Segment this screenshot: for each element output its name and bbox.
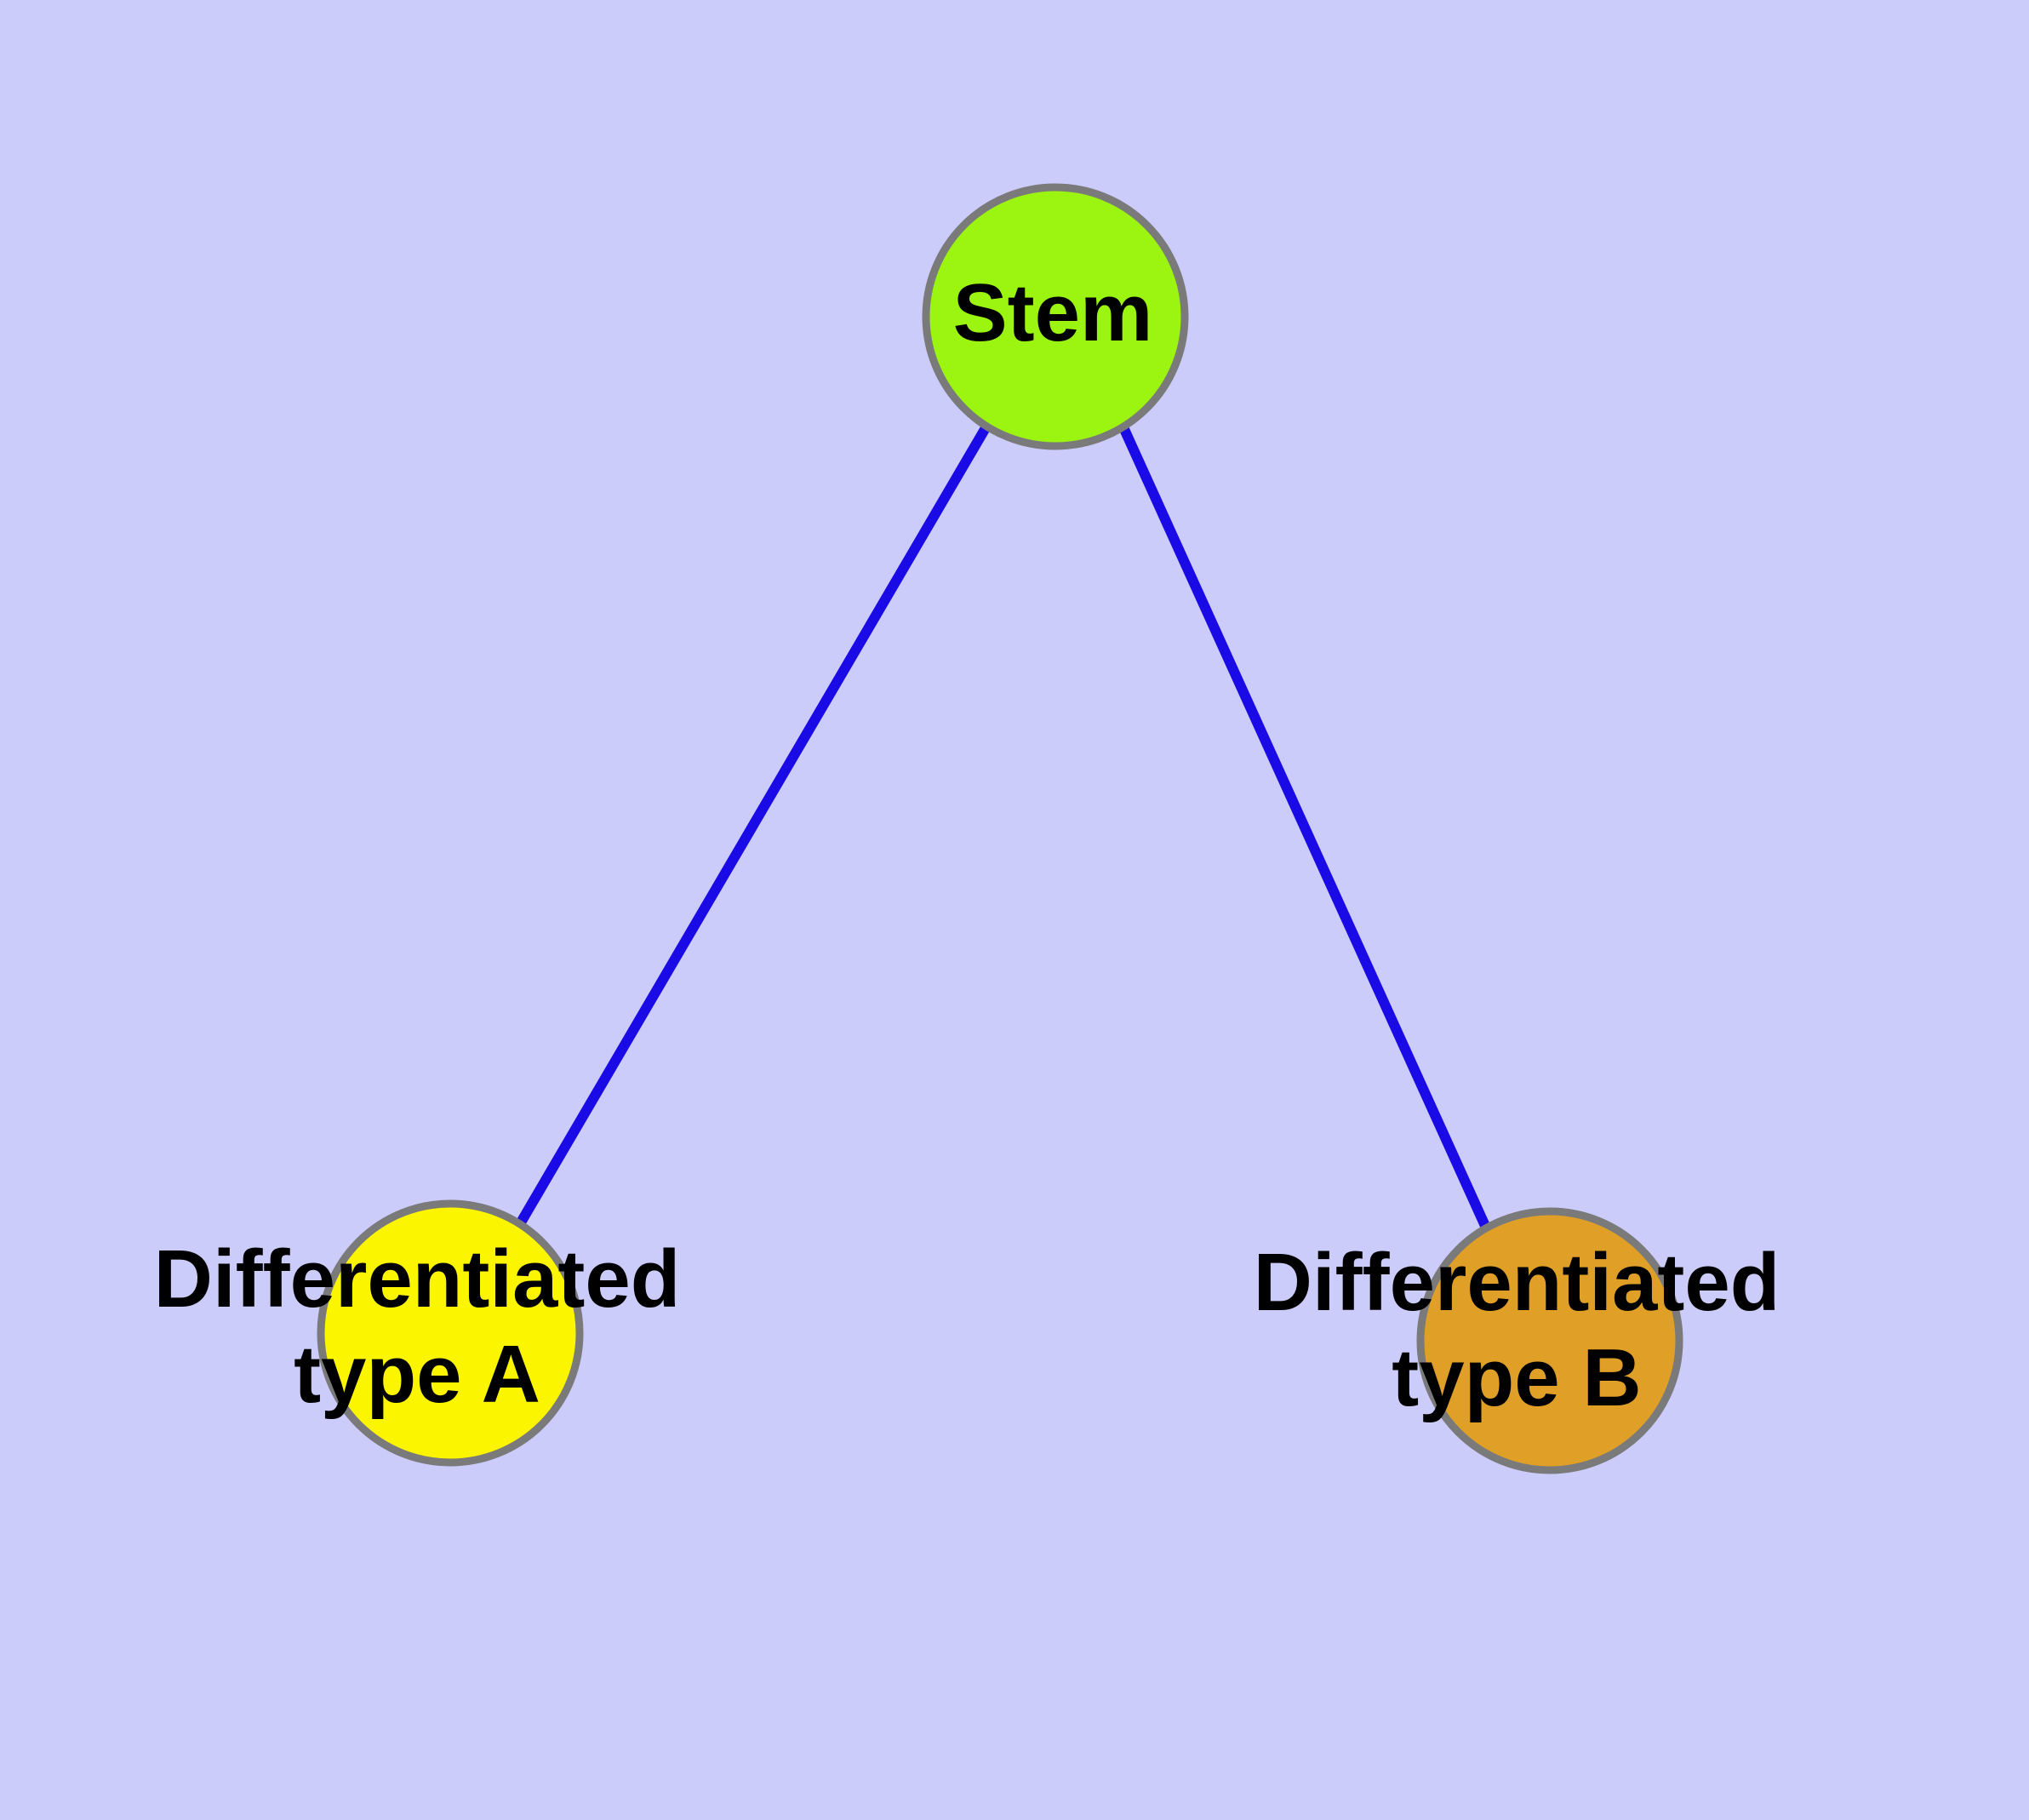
node-differentiated-type-a-circle[interactable]: [317, 1199, 584, 1467]
node-stem-label: Stem: [953, 267, 1153, 358]
label-line: type B: [1392, 1332, 1641, 1423]
edge-stem-to-differentiated-type-a[interactable]: [516, 423, 992, 1226]
node-differentiated-type-b-circle[interactable]: [1416, 1207, 1683, 1474]
label-line: Differentiated: [1254, 1237, 1780, 1328]
edge-stem-to-differentiated-type-b[interactable]: [1118, 425, 1490, 1228]
label-line: type A: [294, 1329, 540, 1420]
node-stem-circle[interactable]: [922, 183, 1189, 450]
label-line: Stem: [953, 267, 1153, 358]
label-line: Differentiated: [154, 1233, 681, 1325]
edge-layer: [516, 423, 1490, 1228]
node-layer: [317, 183, 1683, 1474]
